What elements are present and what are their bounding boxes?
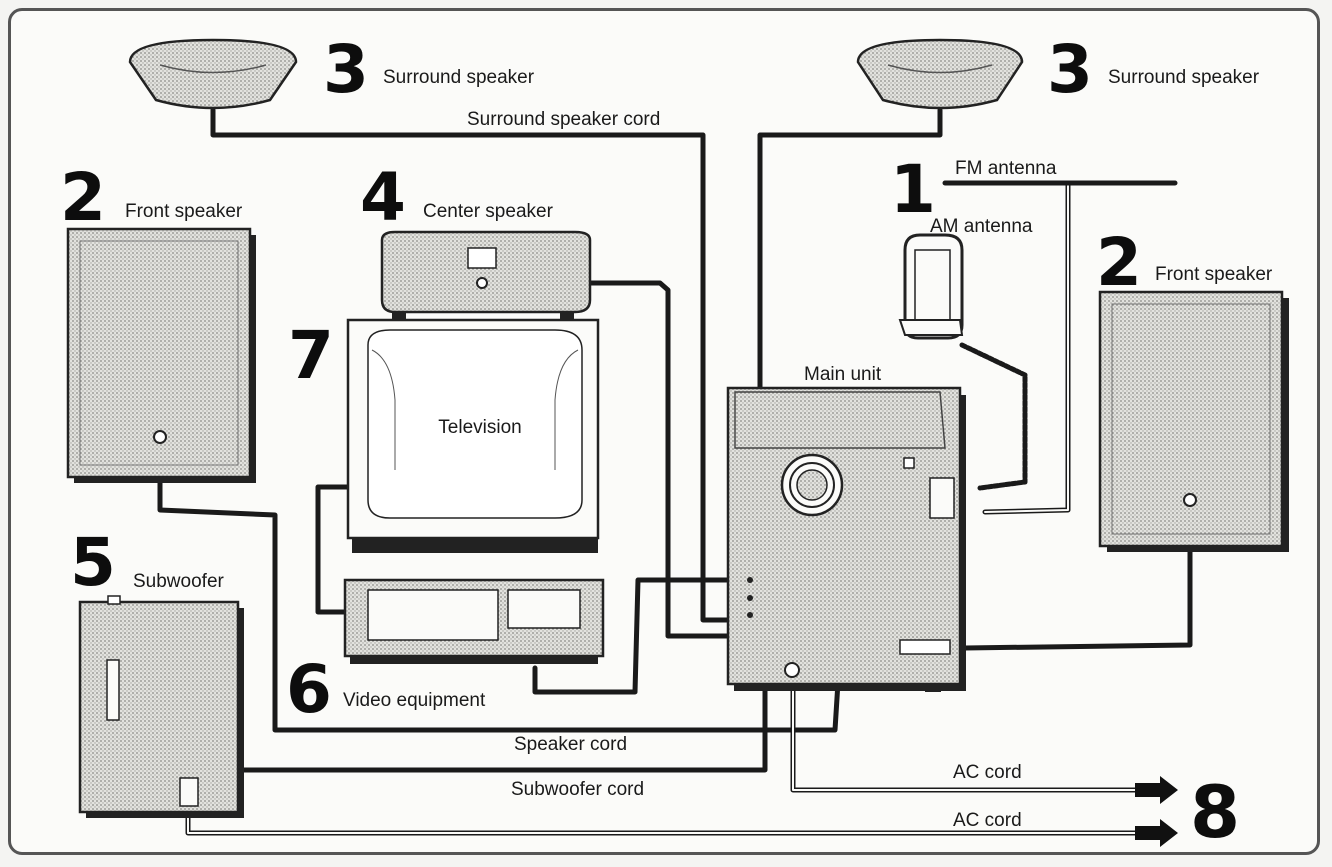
- tv-video-cord: [315, 484, 356, 615]
- center-speaker-cord: [482, 280, 743, 639]
- number-ac: 8: [1190, 770, 1240, 854]
- main-unit: [726, 386, 966, 692]
- video-equipment: [343, 578, 605, 664]
- front-speaker-right: [1098, 290, 1289, 552]
- subwoofer: [78, 595, 244, 818]
- am-antenna: [898, 233, 964, 340]
- label-front-speaker-left: Front speaker: [125, 201, 243, 222]
- number-front-left: 2: [60, 159, 106, 236]
- number-front-right: 2: [1096, 224, 1142, 301]
- surround-right-cord: [757, 107, 943, 623]
- number-video: 6: [286, 651, 332, 728]
- label-am-antenna: AM antenna: [930, 216, 1033, 237]
- surround-left-cord: [210, 107, 738, 623]
- label-subwoofer: Subwoofer: [133, 571, 225, 592]
- television-label: Television: [438, 417, 521, 438]
- number-center: 4: [360, 159, 406, 236]
- surround-speaker-right: [856, 38, 1024, 110]
- step-numbers: 3 3 2 2 4 1 7 5 6 8: [60, 31, 1240, 854]
- label-speaker-cord: Speaker cord: [514, 734, 627, 755]
- ac-arrow-2: [1135, 819, 1178, 847]
- front-speaker-left: [66, 227, 256, 483]
- number-television: 7: [288, 317, 334, 394]
- label-center-speaker: Center speaker: [423, 201, 554, 222]
- label-surround-speaker-cord: Surround speaker cord: [467, 109, 660, 130]
- ac-arrows: [1135, 776, 1178, 847]
- television: Television: [346, 318, 600, 553]
- number-surround-left: 3: [323, 31, 369, 108]
- label-surround-speaker-right: Surround speaker: [1108, 67, 1260, 88]
- ac-arrow-1: [1135, 776, 1178, 804]
- label-ac-cord-2: AC cord: [953, 810, 1022, 831]
- number-antenna: 1: [890, 151, 936, 228]
- label-video-equipment: Video equipment: [343, 690, 486, 711]
- labels: Surround speaker Surround speaker Surrou…: [125, 67, 1273, 831]
- label-main-unit: Main unit: [804, 364, 882, 385]
- number-surround-right: 3: [1047, 31, 1093, 108]
- am-antenna-cord: [959, 342, 1028, 491]
- label-fm-antenna: FM antenna: [955, 158, 1057, 179]
- center-speaker: [380, 230, 592, 320]
- number-subwoofer: 5: [70, 524, 116, 601]
- surround-speaker-left: [128, 38, 298, 110]
- label-ac-cord-1: AC cord: [953, 762, 1022, 783]
- label-subwoofer-cord: Subwoofer cord: [511, 779, 644, 800]
- label-front-speaker-right: Front speaker: [1155, 264, 1273, 285]
- label-surround-speaker-left: Surround speaker: [383, 67, 535, 88]
